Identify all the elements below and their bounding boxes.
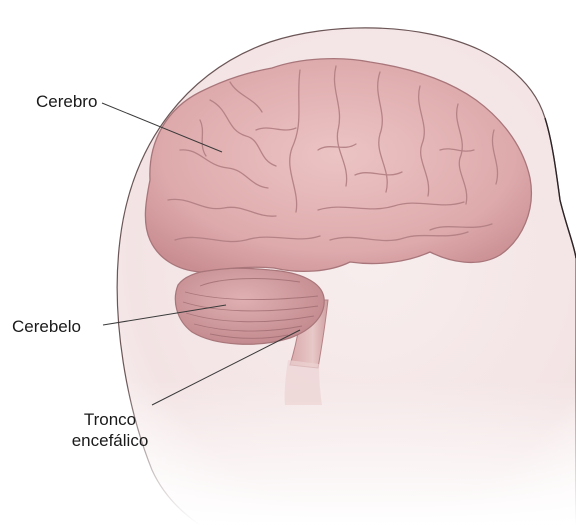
label-cerebro: Cerebro — [36, 91, 97, 112]
label-tronco-line2: encefálico — [58, 430, 162, 451]
label-tronco-line1: Tronco — [58, 409, 162, 430]
label-cerebelo: Cerebelo — [12, 316, 81, 337]
label-tronco-encefalico: Tronco encefálico — [58, 409, 162, 451]
